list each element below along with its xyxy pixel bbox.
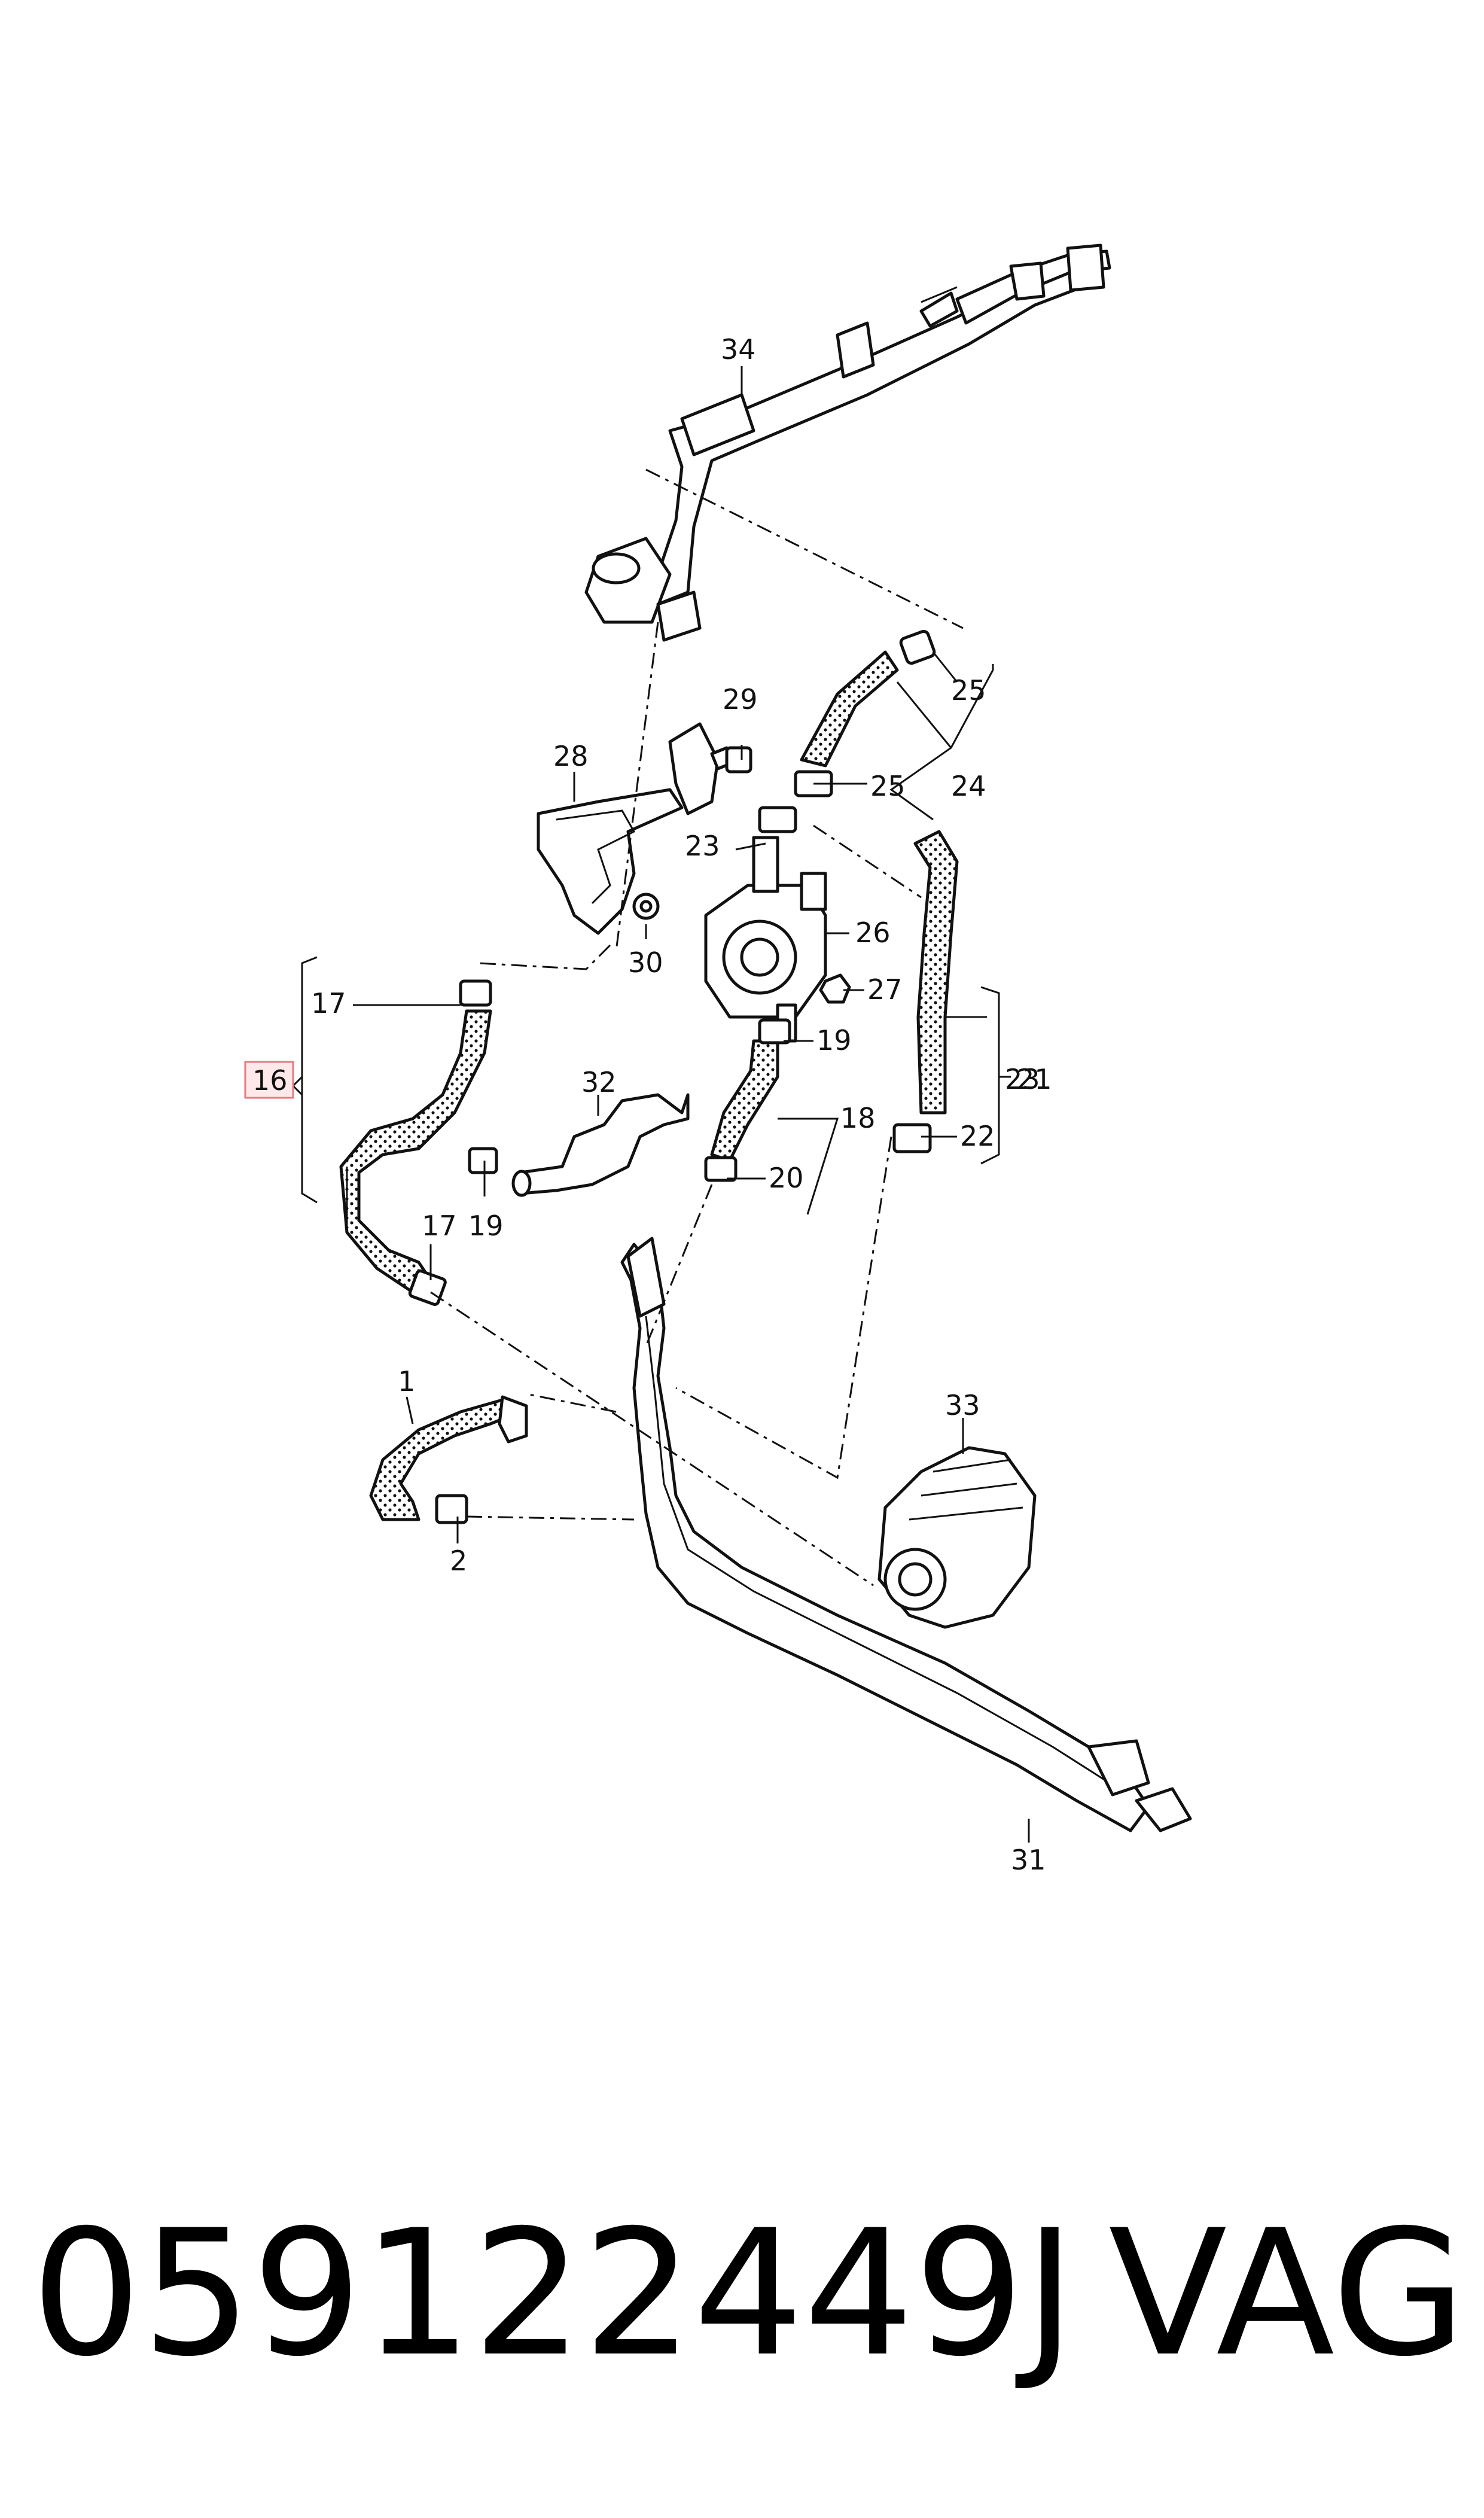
callout-25-lower: 25 xyxy=(870,770,906,802)
hose-18 xyxy=(710,1039,779,1162)
leader-lines xyxy=(291,366,1030,1843)
callout-2: 2 xyxy=(450,1545,467,1577)
part-number: 059122449J xyxy=(31,2193,1076,2395)
clamp-19-center xyxy=(758,1018,791,1045)
callout-32: 32 xyxy=(581,1066,617,1098)
clamp-22 xyxy=(892,1123,932,1153)
callout-30: 30 xyxy=(628,946,663,979)
bracket-28 xyxy=(537,722,720,935)
callout-27: 27 xyxy=(867,973,903,1006)
callout-16-highlight xyxy=(244,1061,294,1099)
nut-30 xyxy=(632,893,660,920)
callout-19-center: 19 xyxy=(816,1024,852,1056)
hose-24 xyxy=(800,650,899,768)
callout-18: 18 xyxy=(840,1102,876,1134)
callout-21: 21 xyxy=(1017,1063,1052,1095)
coolant-pipe-34 xyxy=(584,243,1111,642)
bolt-29 xyxy=(710,746,752,774)
connection-lines xyxy=(430,468,964,1587)
callout-20: 20 xyxy=(769,1162,804,1194)
clamp-25-upper xyxy=(899,629,936,665)
hose-16 xyxy=(339,1009,492,1294)
callout-29: 29 xyxy=(723,683,758,715)
clamp-2 xyxy=(435,1494,468,1524)
callout-17-upper: 17 xyxy=(311,987,346,1019)
callout-34: 34 xyxy=(721,333,756,366)
callout-25-upper: 25 xyxy=(951,674,986,707)
nut-27 xyxy=(819,973,851,1004)
callout-16: 16 xyxy=(252,1064,288,1097)
coolant-pipe-31 xyxy=(620,1237,1192,1832)
alternator-33 xyxy=(877,1446,1037,1629)
callout-labels: 34 29 28 25 25 24 23 26 30 27 17 19 16 3… xyxy=(252,333,1052,1876)
clamp-20 xyxy=(704,1156,738,1182)
hose-21 xyxy=(913,830,959,1115)
brand-label: VAG xyxy=(1108,2193,1466,2395)
callout-1: 1 xyxy=(398,1365,415,1397)
callout-31: 31 xyxy=(1011,1844,1046,1876)
valve-unit-26 xyxy=(704,836,827,1043)
callout-23-lower: 23 xyxy=(1005,1063,1040,1095)
callout-22: 22 xyxy=(960,1120,995,1152)
clamp-19-left xyxy=(468,1147,498,1174)
callout-26: 26 xyxy=(855,917,891,949)
callout-28: 28 xyxy=(553,740,589,772)
clamp-23-upper xyxy=(758,806,797,833)
clamp-17-upper xyxy=(459,979,492,1007)
callout-33: 33 xyxy=(945,1389,980,1421)
callout-24: 24 xyxy=(951,770,986,802)
callout-17-lower: 17 xyxy=(422,1210,457,1242)
pipe-32 xyxy=(511,1093,690,1197)
callout-23-upper: 23 xyxy=(685,830,720,862)
hose-1 xyxy=(369,1395,528,1521)
callout-19-left: 19 xyxy=(468,1210,504,1242)
